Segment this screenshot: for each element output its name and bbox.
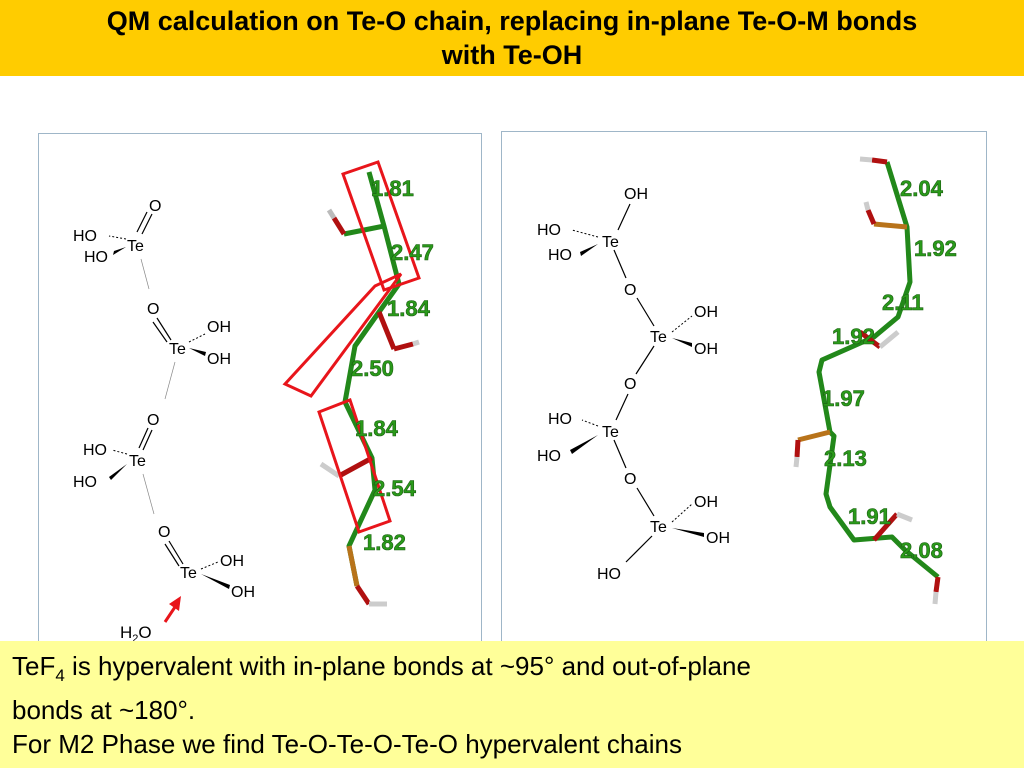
right-structure-diagram: OH Te HO HO O Te OH OH O Te HO HO O Te O… <box>537 156 957 605</box>
right-dist-1: 2.04 <box>900 176 944 201</box>
right-o-2: O <box>624 376 636 393</box>
highlight-box-1 <box>341 160 421 292</box>
right-oh-4a: OH <box>694 494 718 511</box>
left-dist-5: 1.84 <box>355 416 399 441</box>
left-panel: Te O HO HO O Te OH OH O Te HO HO <box>38 133 482 645</box>
right-te-2: Te <box>650 329 667 346</box>
left-structure-diagram: Te O HO HO O Te OH OH O Te HO HO <box>73 160 434 645</box>
left-te-4: Te <box>180 565 197 582</box>
right-ho-3a: HO <box>548 411 572 428</box>
left-o-1: O <box>149 198 161 215</box>
right-oh-top: OH <box>624 186 648 203</box>
right-ho-bottom: HO <box>597 566 621 583</box>
left-water-arrow <box>163 596 181 623</box>
left-oh-4b: OH <box>231 584 255 601</box>
highlight-box-2 <box>282 272 403 398</box>
left-secondary-bond-3 <box>142 473 155 515</box>
right-te-1: Te <box>602 234 619 251</box>
left-o-4: O <box>158 524 170 541</box>
left-ho-3b: HO <box>73 474 97 491</box>
left-oh-4a: OH <box>220 553 244 570</box>
left-bonds-unit-3 <box>109 427 153 480</box>
right-panel: OH Te HO HO O Te OH OH O Te HO HO O Te O… <box>501 131 987 645</box>
left-oh-2b: OH <box>207 351 231 368</box>
left-dist-4: 2.50 <box>351 356 394 381</box>
right-chain-3d: 2.04 1.92 2.11 1.92 1.97 2.13 1.91 2.08 <box>793 156 957 605</box>
left-dist-6: 2.54 <box>373 476 417 501</box>
left-ho-1a: HO <box>73 228 97 245</box>
caption-line-1: TeF4 is hypervalent with in-plane bonds … <box>12 651 751 686</box>
title-bar: QM calculation on Te-O chain, replacing … <box>0 0 1024 76</box>
right-dist-6: 2.13 <box>824 446 867 471</box>
right-o-1: O <box>624 282 636 299</box>
right-te-4: Te <box>650 519 667 536</box>
right-ho-1a: HO <box>537 222 561 239</box>
left-ho-1b: HO <box>84 249 108 266</box>
right-ho-3b: HO <box>537 448 561 465</box>
left-dist-3: 1.84 <box>387 296 431 321</box>
left-secondary-bond-2 <box>164 361 176 400</box>
left-te-2: Te <box>169 341 186 358</box>
right-o-3: O <box>624 471 636 488</box>
right-2d-structure: OH Te HO HO O Te OH OH O Te HO HO O Te O… <box>537 186 730 583</box>
left-dist-7: 1.82 <box>363 530 406 555</box>
right-te-3: Te <box>602 424 619 441</box>
left-dist-2: 2.47 <box>391 240 434 265</box>
left-te-3: Te <box>129 453 146 470</box>
right-dist-4: 1.92 <box>832 324 875 349</box>
right-dist-5: 1.97 <box>822 386 865 411</box>
left-secondary-bond-1 <box>140 258 150 290</box>
caption-box: TeF4 is hypervalent with in-plane bonds … <box>0 641 1024 768</box>
right-dist-3: 2.11 <box>882 290 924 315</box>
left-bonds-unit-4 <box>164 540 230 589</box>
right-dist-8: 2.08 <box>900 538 943 563</box>
left-bonds-unit-1 <box>108 211 153 255</box>
left-ho-3a: HO <box>83 442 107 459</box>
left-dist-1: 1.81 <box>371 176 414 201</box>
caption-line-2: bonds at ~180°. <box>12 695 196 726</box>
left-bonds-unit-2 <box>152 317 206 356</box>
left-o-3: O <box>147 412 159 429</box>
right-dist-2: 1.92 <box>914 236 957 261</box>
left-oh-2a: OH <box>207 319 231 336</box>
caption-line-3: For M2 Phase we find Te-O-Te-O-Te-O hype… <box>12 729 683 760</box>
right-oh-2b: OH <box>694 341 718 358</box>
highlight-box-3 <box>317 398 392 534</box>
right-oh-2a: OH <box>694 304 718 321</box>
title-line-1: QM calculation on Te-O chain, replacing … <box>106 6 918 36</box>
left-te-1: Te <box>127 238 144 255</box>
title-line-2: with Te-OH <box>441 40 583 70</box>
left-o-2: O <box>147 301 159 318</box>
right-dist-7: 1.91 <box>848 504 891 529</box>
left-chain-3d: 1.81 2.47 1.84 2.50 1.84 2.54 1.82 <box>282 160 434 607</box>
right-oh-4b: OH <box>706 530 730 547</box>
right-ho-1b: HO <box>548 247 572 264</box>
left-water-h: H2O <box>120 623 152 645</box>
